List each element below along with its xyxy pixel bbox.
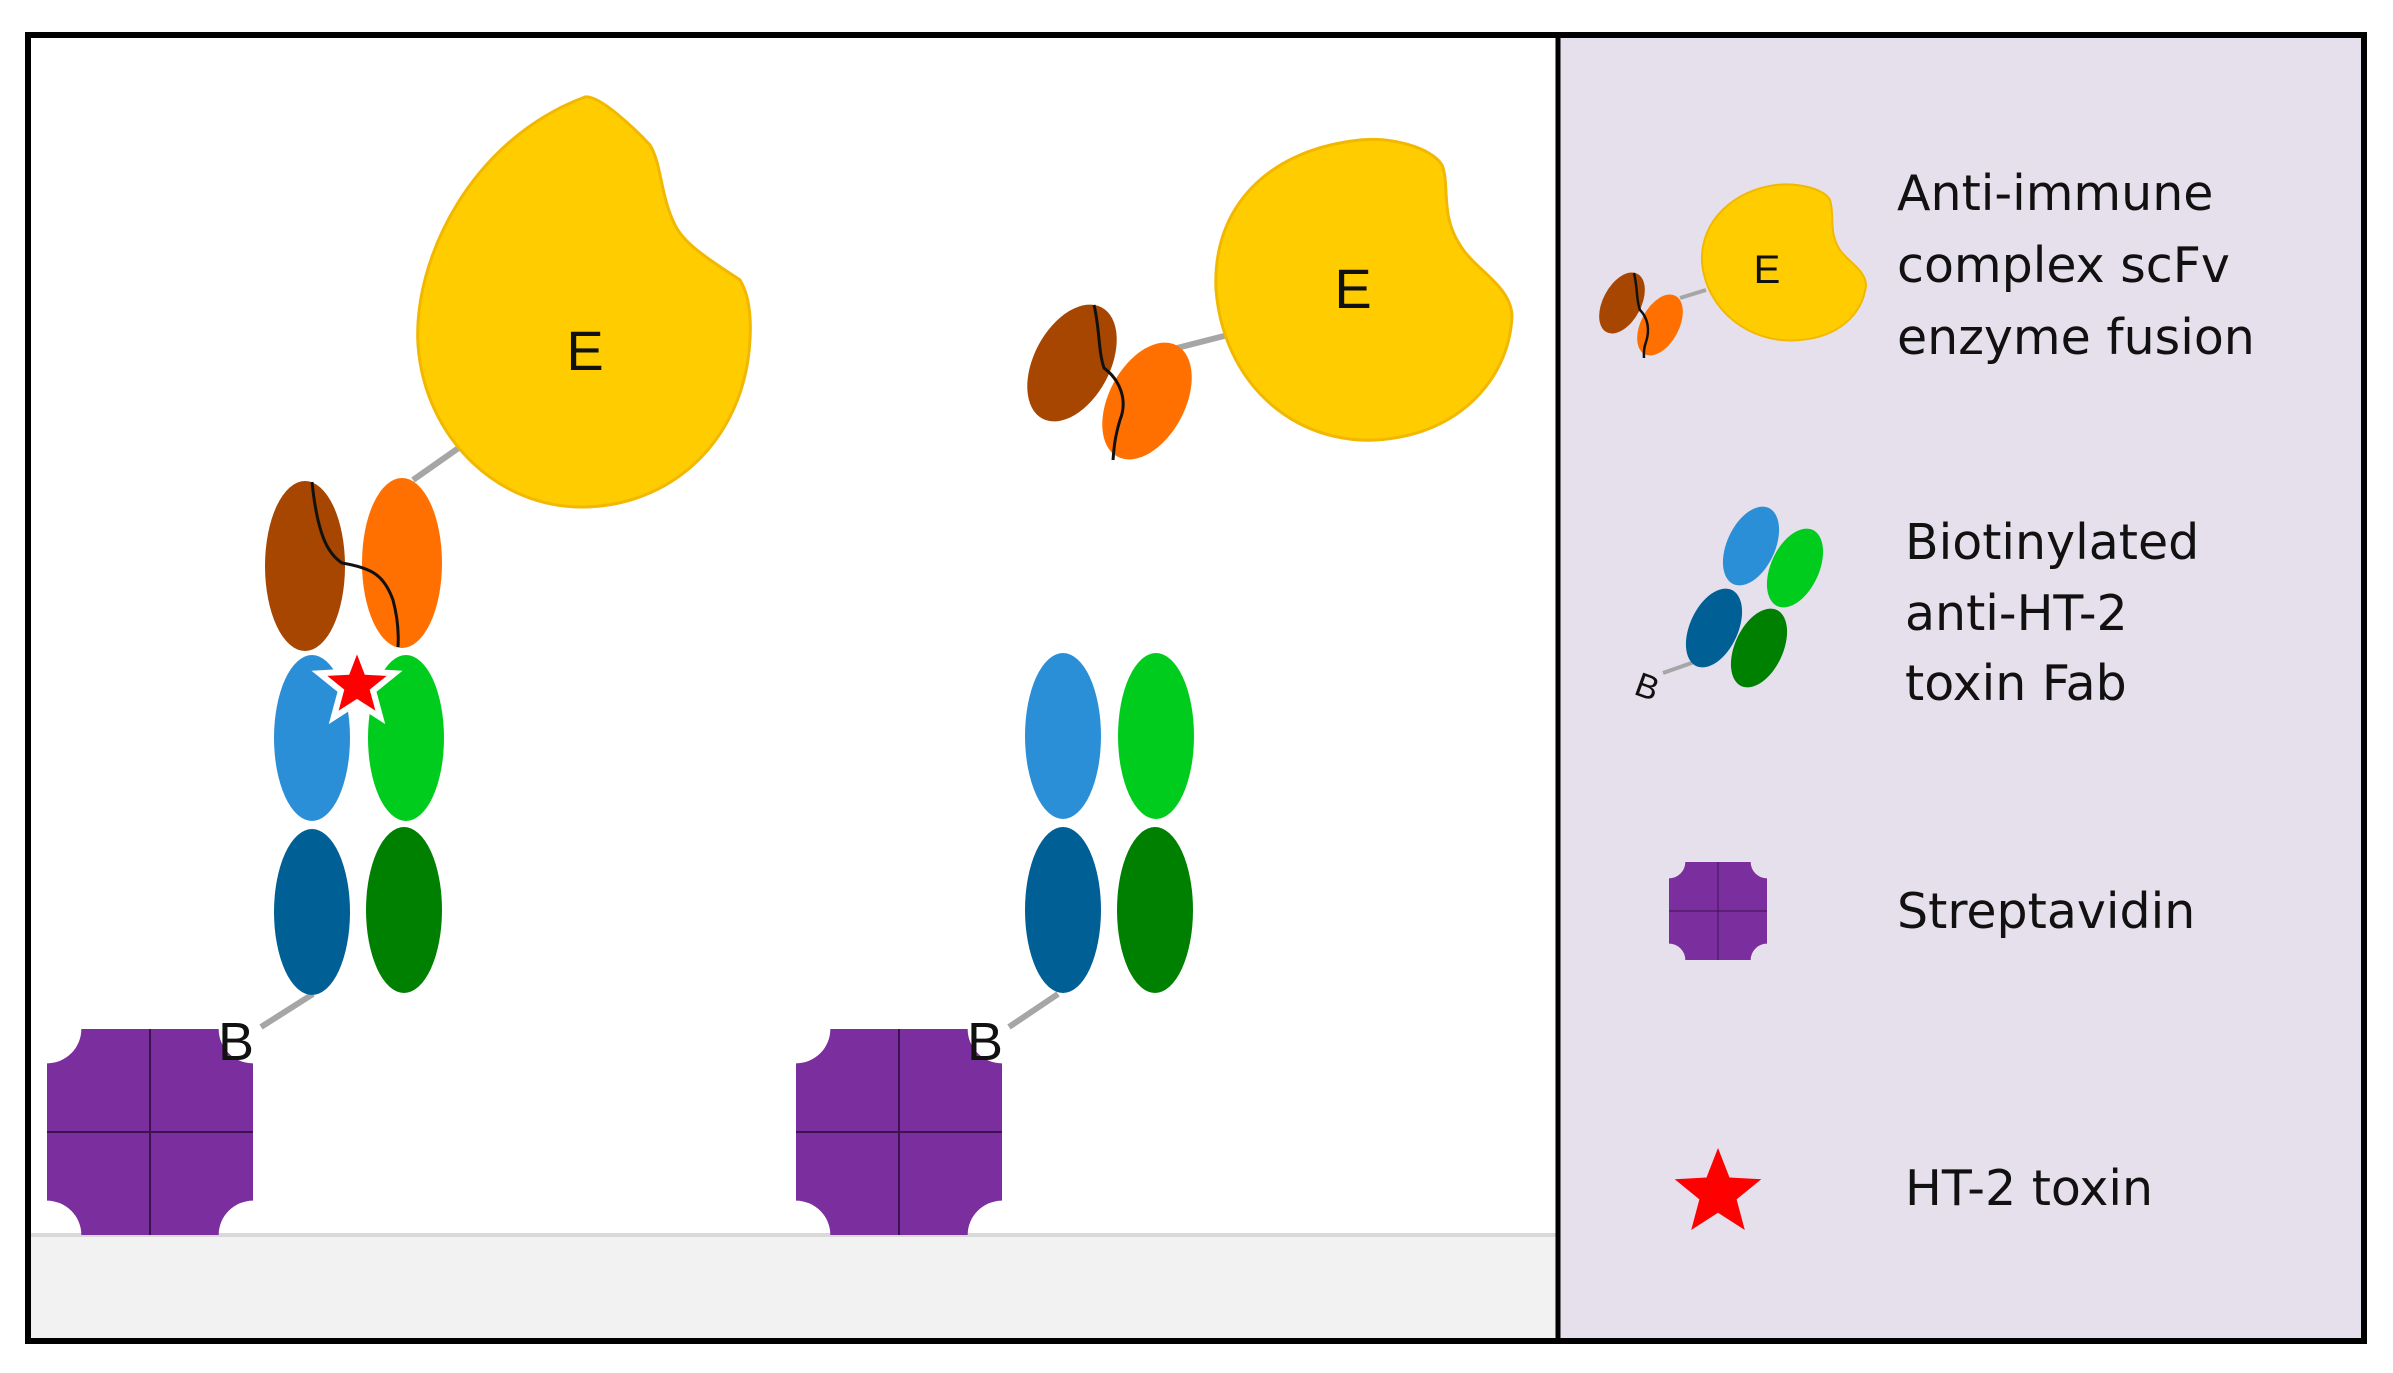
enzyme-right — [1214, 138, 1514, 442]
legend-label-line: Biotinylated — [1905, 514, 2199, 571]
scfv-peptide-linker-right — [1092, 304, 1125, 461]
scfv-enzyme-linker-left — [411, 444, 462, 483]
outer-frame — [25, 32, 2367, 1344]
fab-heavy-constant-right — [1117, 827, 1193, 993]
legend-panel-background — [1560, 37, 2364, 1341]
solid-surface — [31, 1235, 1558, 1340]
scfv-heavy-domain-right — [1027, 304, 1117, 422]
legend-label-line: toxin Fab — [1905, 655, 2127, 712]
fab-light-constant-left — [274, 829, 350, 995]
scfv-enzyme-linker-right — [1176, 332, 1229, 351]
biotin-label-left: B — [218, 1012, 254, 1072]
legend-item-ht2-toxin: HT-2 toxin — [1674, 1148, 2153, 1230]
ht2-toxin-star-bound — [311, 637, 403, 725]
fab-heavy-constant-left — [366, 827, 442, 993]
streptavidin-icon — [1669, 862, 1767, 960]
enzyme-left — [416, 95, 752, 509]
scfv-heavy-domain-left — [265, 481, 345, 651]
legend-label-line: complex scFv — [1897, 237, 2230, 294]
legend-item-streptavidin: Streptavidin — [1669, 862, 2195, 960]
scfv-peptide-linker-left — [310, 481, 400, 648]
legend-item-scfv-enzyme-fusion: E Anti-immune complex scFv enzyme fusion — [1599, 165, 2255, 366]
fab-light-variable-left — [274, 655, 350, 821]
fab-light-variable-right — [1025, 653, 1101, 819]
enzyme-label-right: E — [1334, 257, 1371, 320]
legend: E Anti-immune complex scFv enzyme fusion… — [1599, 165, 2255, 1230]
legend-label-line: HT-2 toxin — [1905, 1160, 2153, 1217]
star-icon — [1674, 1148, 1762, 1230]
scfv-enzyme-fusion-icon: E — [1599, 183, 1868, 359]
fab-heavy-variable-right — [1118, 653, 1194, 819]
legend-enzyme-label: E — [1754, 248, 1781, 292]
enzyme-label-left: E — [566, 319, 603, 382]
fab-light-constant-right — [1025, 827, 1101, 993]
scfv-light-domain-left — [362, 478, 442, 648]
legend-label-line: enzyme fusion — [1897, 309, 2255, 366]
biotin-linker-right — [1007, 991, 1060, 1030]
legend-label-line: Anti-immune — [1897, 165, 2213, 222]
biotin-label-right: B — [967, 1012, 1003, 1072]
unbound-complex: B E — [796, 138, 1514, 1235]
fab-heavy-variable-left — [368, 655, 444, 821]
scfv-light-domain-right — [1102, 342, 1192, 460]
bound-complex: B E — [47, 95, 752, 1235]
legend-label-line: anti-HT-2 — [1905, 585, 2128, 642]
biotin-linker-left — [259, 991, 315, 1030]
legend-label-line: Streptavidin — [1897, 883, 2195, 940]
